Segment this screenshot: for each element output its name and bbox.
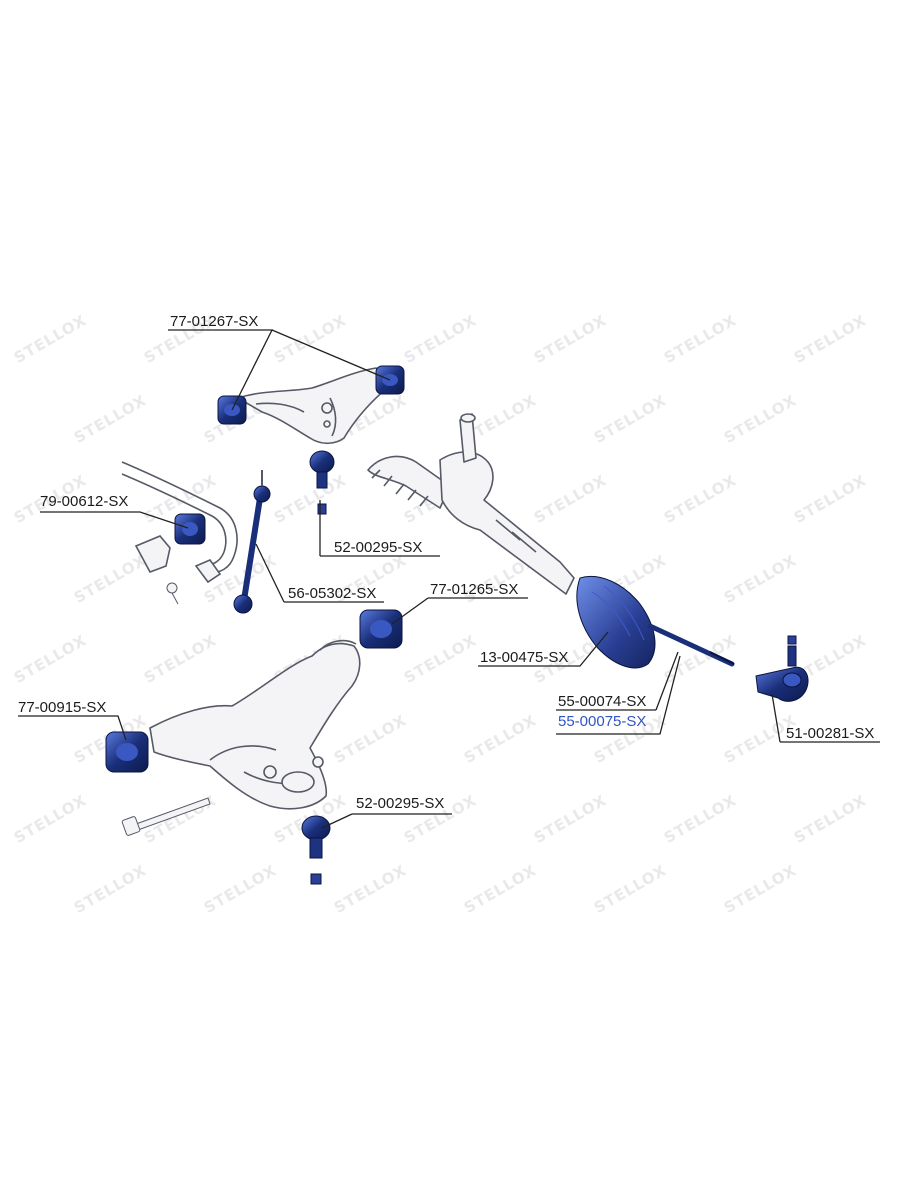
stabilizer-bushing [174,513,206,545]
stabilizer-bar [121,461,238,584]
label-upper-ball-joint: 52-00295-SX [334,539,423,556]
leader-77-01267-b [271,329,391,381]
lower-arm-bolt [121,797,211,836]
lower-arm-front-bushing [105,731,149,773]
label-steering-rack: 13-00475-SX [480,649,569,666]
steering-rack-housing [367,413,575,595]
leader-lines [18,329,880,829]
lower-arm-rear-bushing [359,609,403,649]
stabilizer-bracket-bolt [166,582,179,605]
label-lower-arm-rear-bushing: 77-01265-SX [430,581,519,598]
leader-79-00612 [40,511,189,529]
leader-55-00075 [556,655,681,735]
label-tie-rod-primary: 55-00074-SX [558,693,647,710]
upper-control-arm [237,367,393,445]
label-tie-rod-alternate: 55-00075-SX [558,713,647,730]
label-stabilizer-bushing: 79-00612-SX [40,493,129,510]
label-upper-arm-bushings: 77-01267-SX [170,313,259,330]
label-stabilizer-link: 56-05302-SX [288,585,377,602]
label-lower-ball-joint: 52-00295-SX [356,795,445,812]
leader-55-00074 [556,651,679,711]
leader-77-01265 [391,597,528,625]
leader-13-00475 [478,631,609,667]
leader-77-00915 [18,715,127,741]
tie-rod-end [755,635,809,702]
label-tie-rod-end: 51-00281-SX [786,725,875,742]
lower-ball-joint [301,815,331,885]
leader-52-00295-lower [321,813,452,829]
leader-51-00281 [771,693,880,743]
upper-ball-joint [309,450,335,515]
tie-rod [647,623,735,667]
steering-rack-boot [576,576,656,669]
lower-control-arm [149,639,361,810]
label-lower-arm-front-bushing: 77-00915-SX [18,699,107,716]
stabilizer-link [233,470,271,614]
leader-52-00295-upper [319,500,440,557]
leader-56-05302 [255,543,384,603]
